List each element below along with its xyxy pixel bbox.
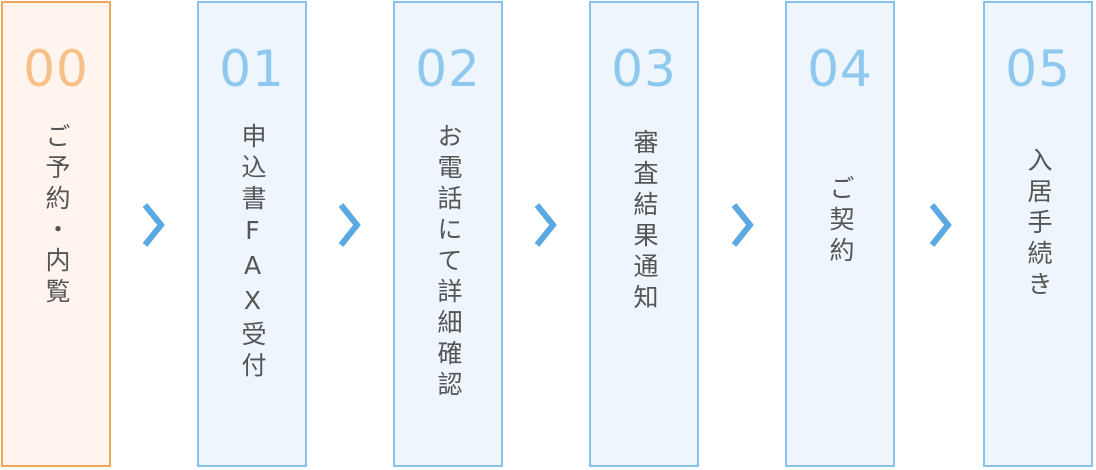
flow-step-00: 00 ご予約・内覧 <box>1 1 111 467</box>
step-label: ご契約 <box>826 175 855 268</box>
step-number: 00 <box>23 40 89 98</box>
flow-step-05: 05 入居手続き <box>983 1 1093 467</box>
flow-step-02: 02 お電話にて詳細確認 <box>393 1 503 467</box>
step-label: お電話にて詳細確認 <box>434 123 463 402</box>
step-number: 03 <box>611 40 677 98</box>
flow-step-04: 04 ご契約 <box>785 1 895 467</box>
step-number: 05 <box>1005 40 1071 98</box>
step-label: 申込書FAX受付 <box>238 123 267 383</box>
step-number: 04 <box>807 40 873 98</box>
step-number: 01 <box>219 40 285 98</box>
step-label: 審査結果通知 <box>630 129 659 315</box>
chevron-right-icon <box>924 201 954 249</box>
chevron-right-icon <box>529 201 559 249</box>
flow-step-01: 01 申込書FAX受付 <box>197 1 307 467</box>
flow-step-03: 03 審査結果通知 <box>589 1 699 467</box>
chevron-right-icon <box>726 201 756 249</box>
chevron-right-icon <box>333 201 363 249</box>
step-label: 入居手続き <box>1024 147 1053 302</box>
chevron-right-icon <box>137 201 167 249</box>
step-number: 02 <box>415 40 481 98</box>
step-label: ご予約・内覧 <box>42 123 71 309</box>
